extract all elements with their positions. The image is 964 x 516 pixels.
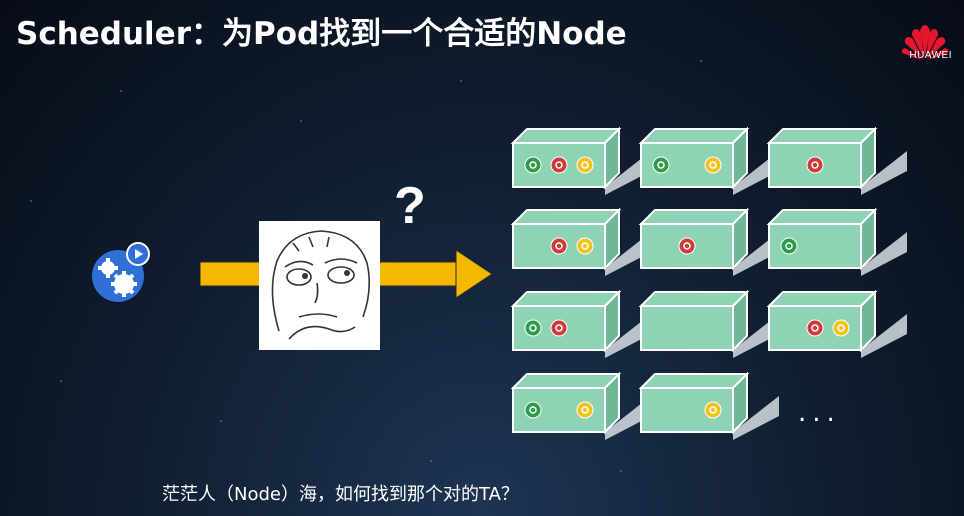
- thinking-face-image: [259, 221, 380, 350]
- node-box: [638, 207, 779, 276]
- node-box: [510, 289, 651, 358]
- node-box: [638, 371, 779, 440]
- node-box: [766, 289, 907, 358]
- more-nodes-ellipsis: ...: [798, 398, 841, 428]
- kubernetes-scheduler-gear-icon: [92, 242, 150, 302]
- pod-yellow-icon: [576, 401, 594, 419]
- pod-red-icon: [550, 319, 568, 337]
- pod-red-icon: [678, 237, 696, 255]
- brand-name: HUAWEI: [909, 50, 952, 61]
- pod-red-icon: [806, 156, 824, 174]
- pod-green-icon: [652, 156, 670, 174]
- node-box: [638, 289, 779, 358]
- question-mark: ?: [394, 177, 426, 235]
- pod-green-icon: [524, 156, 542, 174]
- pod-red-icon: [550, 156, 568, 174]
- node-box: [766, 207, 907, 276]
- pod-yellow-icon: [704, 401, 722, 419]
- pod-green-icon: [524, 319, 542, 337]
- node-box: [766, 126, 907, 195]
- pod-yellow-icon: [576, 156, 594, 174]
- huawei-logo-icon: [901, 25, 949, 60]
- pod-red-icon: [806, 319, 824, 337]
- node-box: [510, 371, 651, 440]
- pod-red-icon: [550, 237, 568, 255]
- slide-caption: 茫茫人（Node）海，如何找到那个对的TA？: [162, 484, 519, 505]
- pod-green-icon: [524, 401, 542, 419]
- pod-yellow-icon: [576, 237, 594, 255]
- node-box: [510, 207, 651, 276]
- node-box: [638, 126, 779, 195]
- slide-title: Scheduler：为Pod找到一个合适的Node: [16, 16, 627, 52]
- node-box: [510, 126, 651, 195]
- pod-yellow-icon: [832, 319, 850, 337]
- pod-yellow-icon: [704, 156, 722, 174]
- pod-green-icon: [780, 237, 798, 255]
